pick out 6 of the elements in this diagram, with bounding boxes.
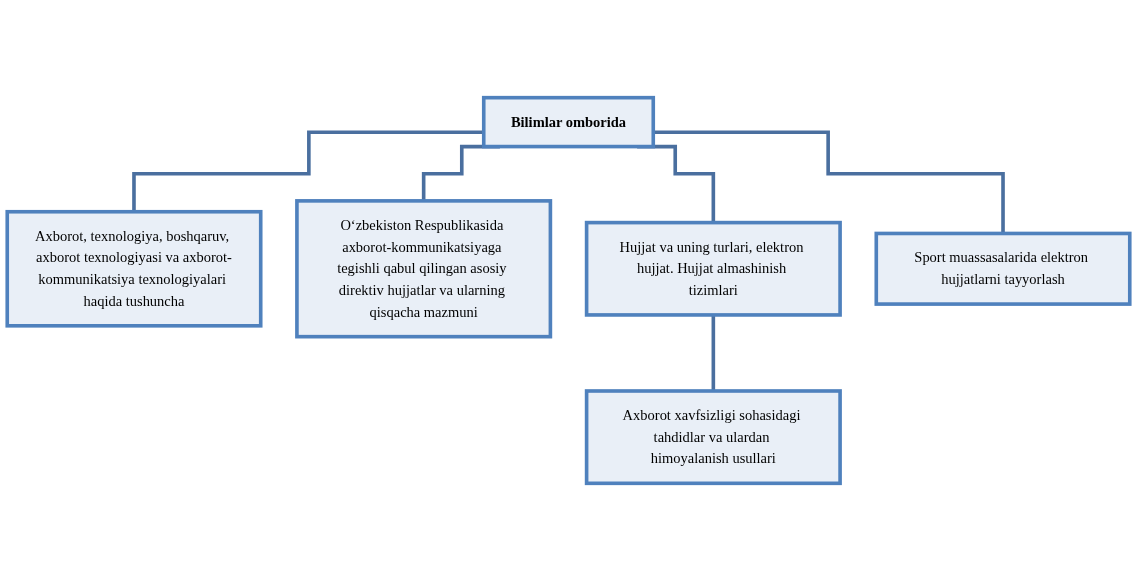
node-box: Sport muassasalarida elektron hujjatlarni tayyorlash: [874, 231, 1132, 306]
node-box: O‘zbekiston Respublikasida axborot-kommunikatsiyaga tegishli qabul qilingan asosiy direktiv hujjatlar va ularning qisqacha mazmuni: [295, 199, 553, 339]
node-box: Bilimlar omborida: [481, 95, 656, 149]
node-box: Axborot, texnologiya, boshqaruv, axborot texnologiyasi va axborot-kommunikatsiya texnologiyalari haqida tushuncha: [5, 209, 263, 328]
node-box: Hujjat va uning turlari, elektron hujjat. Hujjat almashinish tizimlari: [584, 220, 842, 317]
node-box: Axborot xavfsizligi sohasidagi tahdidlar va ulardan himoyalanish usullari: [584, 389, 842, 486]
